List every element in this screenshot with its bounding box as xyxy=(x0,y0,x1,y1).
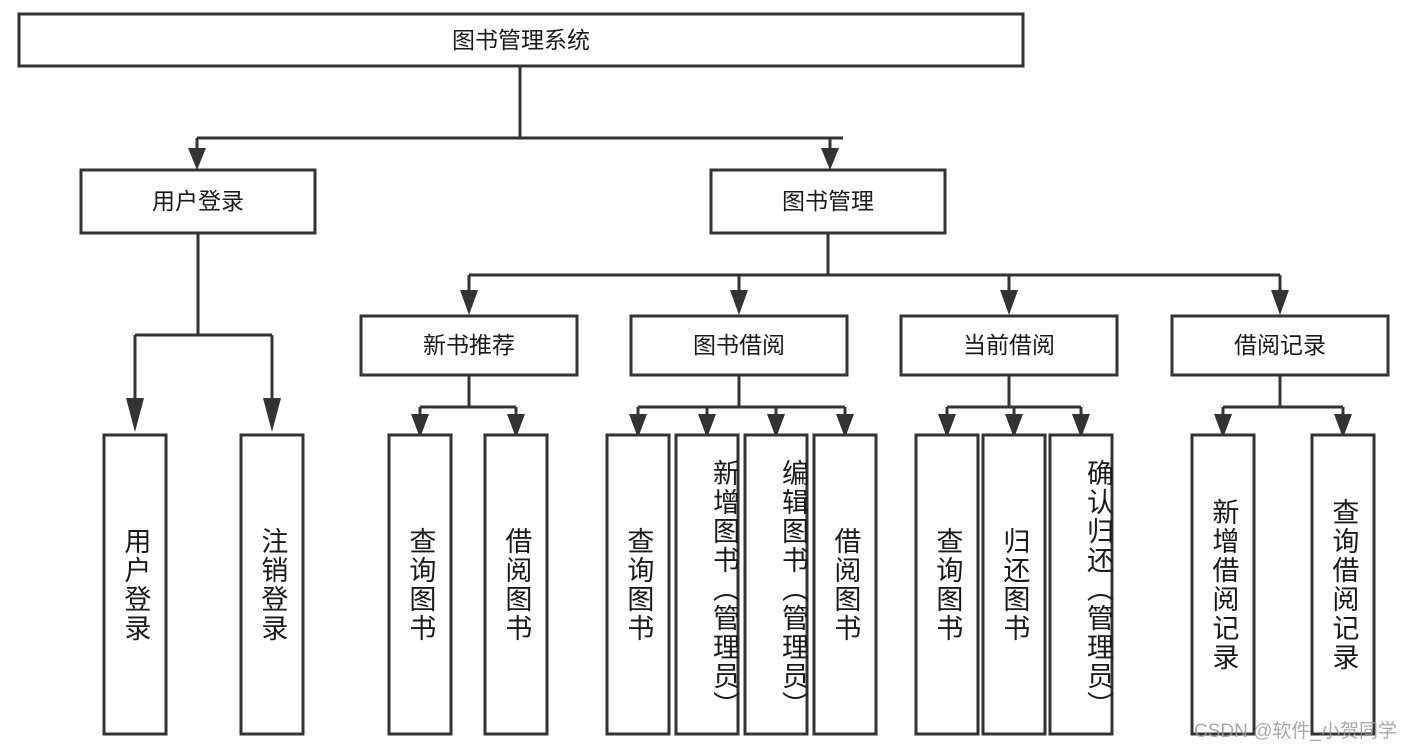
arrow-head-current-borrow xyxy=(1000,290,1018,315)
arrow-head-book-borrow xyxy=(730,290,748,315)
node-book-borrow[interactable]: 图书借阅 xyxy=(629,314,849,377)
arrow-head-leaf-return-book xyxy=(1005,414,1023,438)
connector-book-borrow-to-leaves xyxy=(629,375,854,438)
node-leaf-query-book-borrow-box[interactable] xyxy=(605,433,671,736)
node-leaf-query-book-current-box[interactable] xyxy=(914,433,980,736)
arrow-head-leaf-edit-book xyxy=(767,414,785,438)
node-current-borrow-label: 当前借阅 xyxy=(963,332,1055,358)
node-leaf-add-borrow-record-box[interactable] xyxy=(1190,433,1256,736)
node-borrow-record-box[interactable] xyxy=(1170,314,1390,377)
node-leaf-query-borrow-record-box[interactable] xyxy=(1310,433,1376,736)
node-leaf-edit-book-box[interactable] xyxy=(743,433,809,736)
arrow-head-leaf-borrow-book xyxy=(836,414,854,438)
arrow-head-leaf-confirm-return xyxy=(1072,414,1090,438)
node-leaf-add-book-box[interactable] xyxy=(674,433,740,736)
node-current-borrow[interactable]: 当前借阅 xyxy=(899,314,1119,377)
node-root-label: 图书管理系统 xyxy=(452,27,590,53)
arrow-head-leaf-query-borrow-record xyxy=(1334,414,1352,438)
node-user-login-label: 用户登录 xyxy=(152,188,244,214)
node-leaf-user-logout-box[interactable] xyxy=(239,433,305,736)
arrow-head-leaf-add-book xyxy=(698,414,716,438)
connector-book-management-to-level3 xyxy=(460,233,1289,315)
arrow-head-leaf-borrow-book-recommend xyxy=(507,414,525,438)
arrow-head-leaf-query-book-recommend xyxy=(411,414,429,438)
watermark-text: CSDN @软件_小贺同学 xyxy=(1194,721,1397,742)
arrow-head-leaf-user-login xyxy=(126,398,144,432)
node-book-management-label: 图书管理 xyxy=(782,188,874,214)
arrow-head-leaf-user-logout xyxy=(263,398,281,432)
arrow-head-leaf-query-book-borrow xyxy=(629,414,647,438)
node-leaf-confirm-return-box[interactable] xyxy=(1048,433,1114,736)
arrow-head-new-book-recommend xyxy=(460,290,478,315)
node-root-box[interactable] xyxy=(17,12,1025,68)
node-leaf-return-book-box[interactable] xyxy=(981,433,1047,736)
node-book-management[interactable]: 图书管理 xyxy=(709,168,947,235)
arrow-head-borrow-record xyxy=(1271,290,1289,315)
node-root[interactable]: 图书管理系统 xyxy=(17,12,1025,68)
node-new-book-recommend-box[interactable] xyxy=(359,314,579,377)
node-new-book-recommend[interactable]: 新书推荐 xyxy=(359,314,579,377)
arrow-head-leaf-query-book-current xyxy=(938,414,956,438)
arrow-head-leaf-add-borrow-record xyxy=(1214,414,1232,438)
arrow-head-user-login xyxy=(188,148,206,170)
node-book-management-box[interactable] xyxy=(709,168,947,235)
connector-new-book-recommend-to-leaves xyxy=(411,375,525,438)
node-borrow-record[interactable]: 借阅记录 xyxy=(1170,314,1390,377)
connector-user-login-to-leaves xyxy=(126,233,281,432)
connector-current-borrow-to-leaves xyxy=(938,375,1090,438)
node-leaf-query-book-recommend-box[interactable] xyxy=(387,433,453,736)
arrow-head-book-management xyxy=(821,148,839,170)
node-book-borrow-box[interactable] xyxy=(629,314,849,377)
node-leaf-user-login-box[interactable] xyxy=(102,433,168,736)
connector-root-to-level2 xyxy=(188,66,843,170)
node-leaf-borrow-book-recommend-box[interactable] xyxy=(483,433,549,736)
node-user-login[interactable]: 用户登录 xyxy=(79,168,317,235)
node-book-borrow-label: 图书借阅 xyxy=(693,332,785,358)
connector-borrow-record-to-leaves xyxy=(1214,375,1352,438)
node-new-book-recommend-label: 新书推荐 xyxy=(423,332,515,358)
node-borrow-record-label: 借阅记录 xyxy=(1234,332,1326,358)
node-leaf-borrow-book-box[interactable] xyxy=(812,433,878,736)
node-current-borrow-box[interactable] xyxy=(899,314,1119,377)
